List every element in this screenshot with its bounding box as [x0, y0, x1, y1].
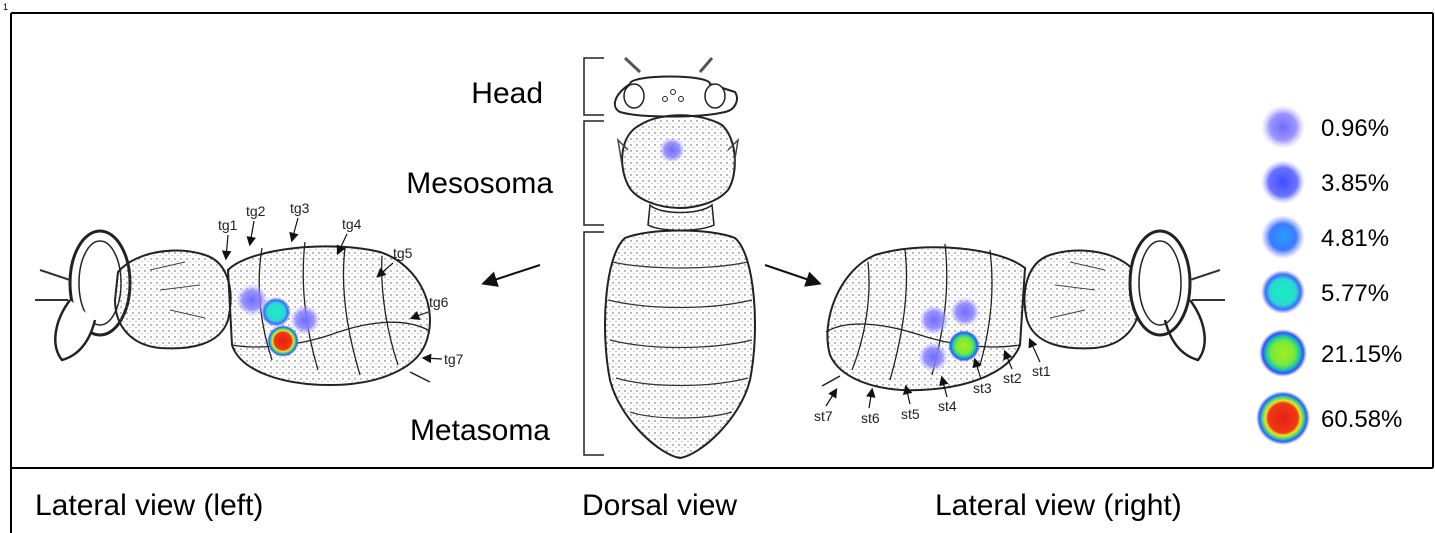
legend-label-1: 3.85%	[1321, 170, 1389, 197]
legend-swatch-5	[1256, 391, 1310, 445]
hotspot-right-3	[918, 342, 948, 372]
tergite-label-tg2: tg2	[246, 203, 266, 219]
tergite-label-tg1: tg1	[218, 217, 238, 233]
legend: 0.96% 3.85% 4.81% 5.77% 21.15% 60.58%	[1256, 105, 1402, 445]
legend-label-5: 60.58%	[1321, 406, 1402, 433]
arrow-to-left-view	[485, 265, 540, 283]
sternite-label-st7: st7	[814, 408, 833, 424]
tergite-label-tg5: tg5	[393, 245, 413, 261]
region-label-metasoma: Metasoma	[410, 414, 550, 447]
sternite-label-st5: st5	[901, 406, 920, 422]
sternite-label-st2: st2	[1003, 370, 1022, 386]
caption-dorsal: Dorsal view	[582, 489, 737, 522]
region-label-head: Head	[471, 77, 543, 110]
hotspot-dorsal	[659, 137, 685, 163]
sternite-label-st6: st6	[861, 410, 880, 426]
lateral-view-right-illustration	[822, 231, 1225, 390]
sternite-label-st3: st3	[973, 380, 992, 396]
hotspot-right-4	[948, 330, 980, 362]
hotspot-left-4	[267, 325, 299, 357]
lateral-view-left-illustration	[35, 231, 430, 385]
sternite-label-st4: st4	[938, 398, 957, 414]
legend-label-2: 4.81%	[1321, 225, 1389, 252]
hotspot-right-2	[950, 297, 980, 327]
arrow-to-right-view	[765, 265, 818, 283]
legend-label-3: 5.77%	[1321, 280, 1389, 307]
corner-mark: 1	[3, 2, 8, 12]
tergite-label-tg4: tg4	[342, 216, 362, 232]
region-brackets	[584, 58, 604, 455]
legend-swatch-4	[1259, 329, 1307, 377]
tergite-label-tg6: tg6	[429, 294, 449, 310]
legend-label-4: 21.15%	[1321, 341, 1402, 368]
caption-lateral-left: Lateral view (left)	[35, 489, 263, 522]
legend-swatch-3	[1261, 270, 1305, 314]
legend-label-0: 0.96%	[1321, 115, 1389, 142]
caption-lateral-right: Lateral view (right)	[935, 489, 1182, 522]
sternite-label-st1: st1	[1032, 363, 1051, 379]
region-label-mesosoma: Mesosoma	[406, 167, 553, 200]
legend-swatch-2	[1261, 215, 1305, 259]
hotspot-right-1	[919, 305, 949, 335]
tergite-label-tg7: tg7	[444, 351, 464, 367]
legend-swatch-0	[1261, 105, 1305, 149]
legend-swatch-1	[1261, 160, 1305, 204]
hotspot-left-3	[261, 297, 291, 327]
tergite-label-tg3: tg3	[290, 200, 310, 216]
dorsal-view-illustration	[605, 58, 755, 458]
